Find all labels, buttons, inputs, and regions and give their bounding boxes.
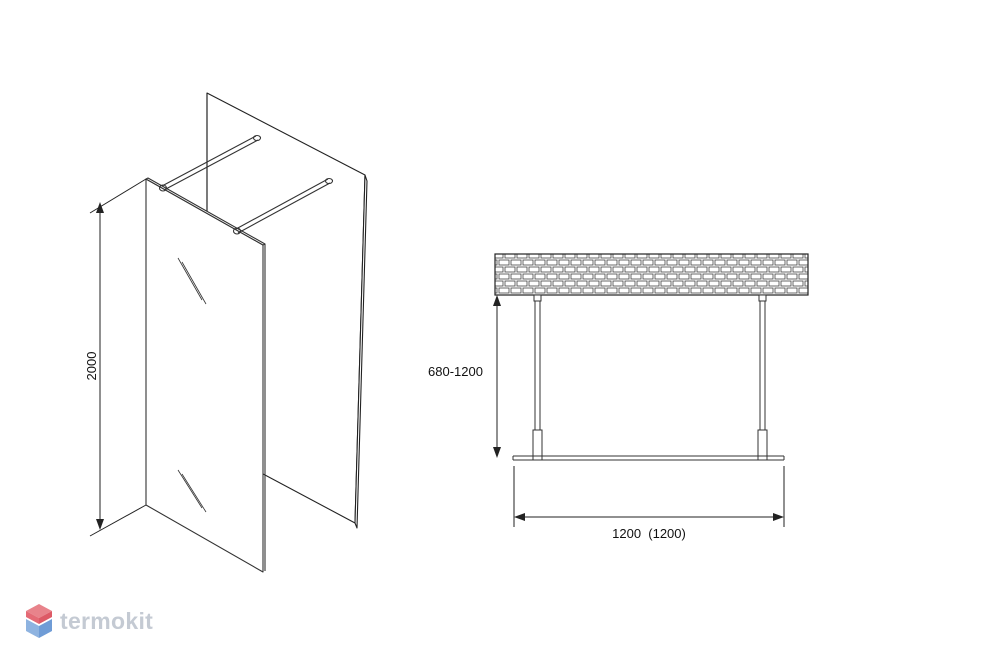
plan-view (493, 253, 809, 527)
brick-wall (494, 253, 809, 296)
stabilizer-bar-1 (158, 134, 262, 192)
plan-bar-right (757, 294, 768, 461)
width-label: 1200 (1200) (612, 526, 686, 541)
wall-side-face (354, 174, 368, 529)
brand-name: termokit (60, 607, 154, 634)
stabilizer-bar-2 (232, 177, 334, 235)
width-dimension (513, 466, 785, 527)
depth-label: 680-1200 (428, 364, 483, 379)
plan-glass-panel (512, 455, 785, 461)
glass-reflection-top (177, 257, 207, 305)
brand-logo: termokit (24, 600, 153, 642)
cube-logo-icon (26, 604, 52, 638)
plan-bar-left (532, 294, 543, 461)
height-dimension (89, 178, 147, 537)
height-label: 2000 (84, 352, 99, 381)
glass-reflection-bottom (177, 469, 207, 513)
isometric-view (89, 92, 368, 573)
glass-panel (145, 178, 264, 573)
depth-dimension (493, 295, 501, 458)
